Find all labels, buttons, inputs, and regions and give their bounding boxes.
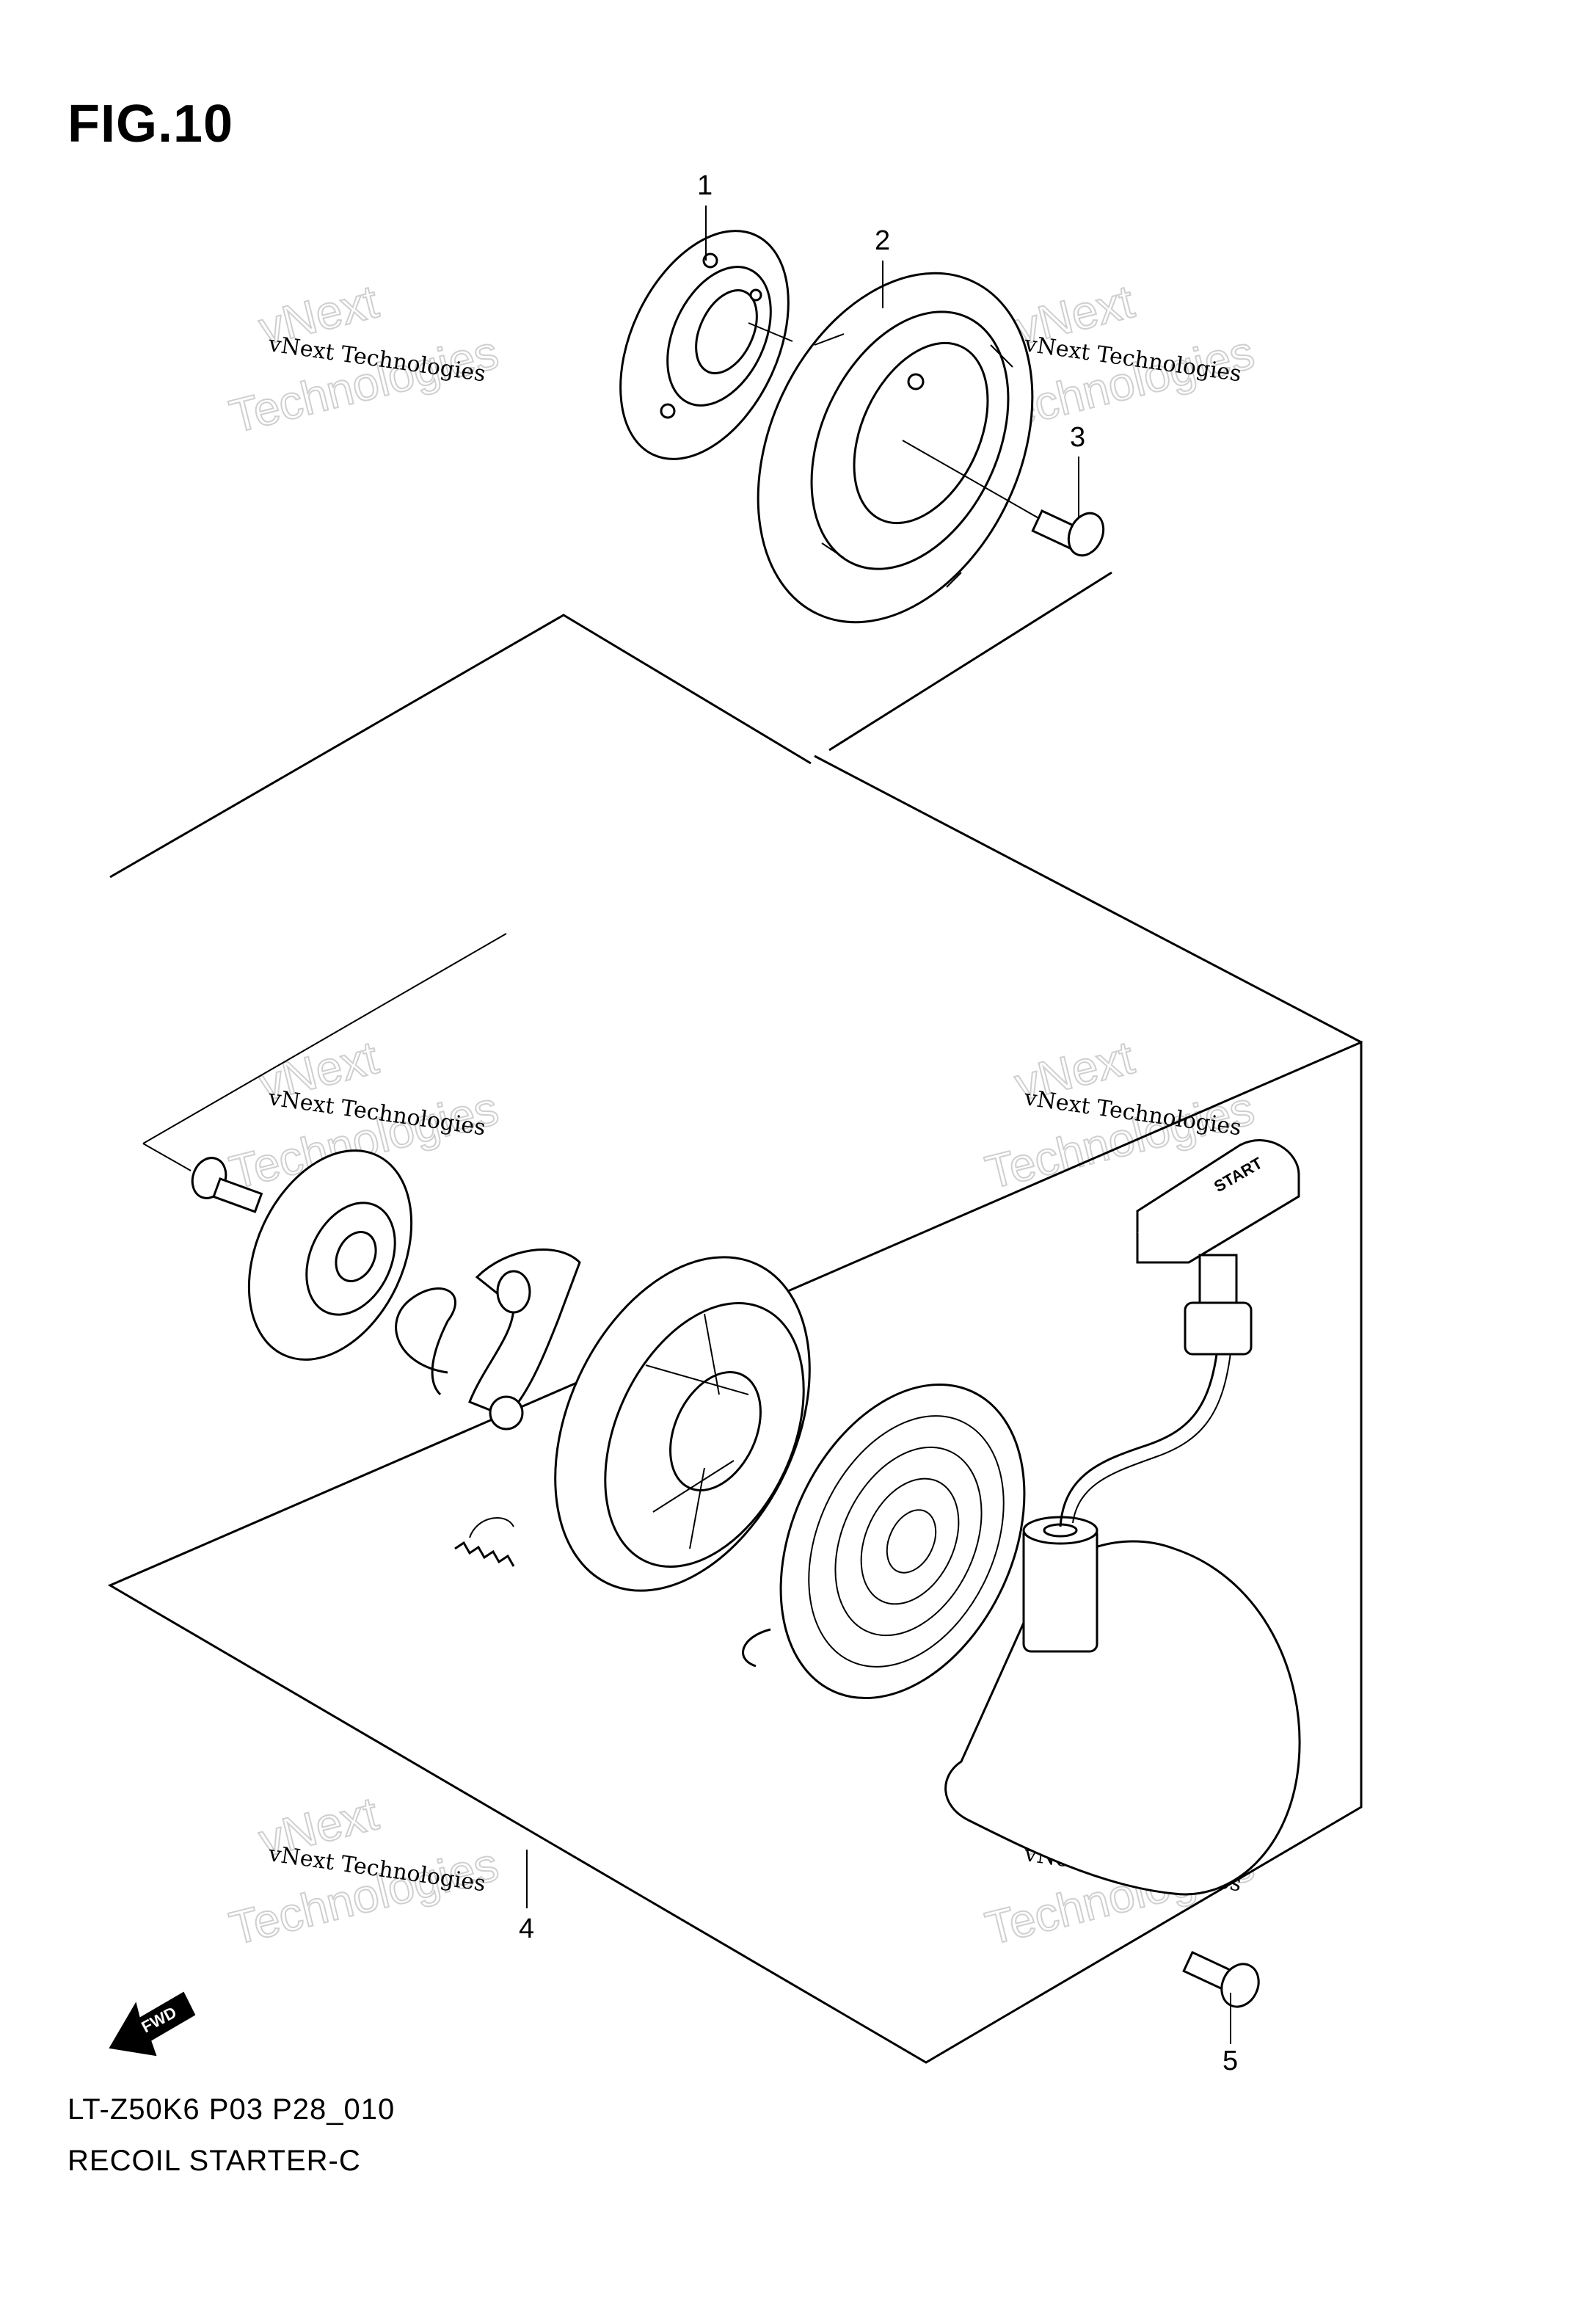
svg-text:3: 3 xyxy=(1070,422,1085,453)
rope-reel xyxy=(554,1256,811,1592)
watermark-top-left: vNext Technologies vNext Technologies xyxy=(224,274,504,443)
watermark-top-right: vNext Technologies vNext Technologies xyxy=(980,274,1260,443)
figure-title: FIG.10 xyxy=(68,95,234,153)
starter-cup-part-2 xyxy=(757,272,1034,624)
spring-clip xyxy=(395,1287,456,1396)
callout-2: 2 xyxy=(875,225,890,308)
callout-1: 4 xyxy=(519,1850,534,1944)
starter-case xyxy=(944,1516,1301,1896)
callout-5: 3 xyxy=(1070,422,1085,517)
axis-line-upper xyxy=(748,322,1057,529)
drive-hub-part-3 xyxy=(619,230,790,460)
assembly-outline xyxy=(107,571,1363,2064)
svg-text:4: 4 xyxy=(519,1913,534,1944)
caption-part-name: RECOIL STARTER-C xyxy=(68,2145,361,2177)
callout-3: 1 xyxy=(697,170,713,261)
assembly-outline-right-edge xyxy=(814,755,1362,1044)
friction-plate xyxy=(247,1149,413,1361)
svg-text:1: 1 xyxy=(697,170,713,201)
inner-reference-line xyxy=(142,933,507,1171)
starter-rope-inner xyxy=(1072,1346,1232,1524)
caption-model-code: LT-Z50K6 P03 P28_010 xyxy=(68,2093,396,2126)
callout-4: 5 xyxy=(1222,1993,1238,2076)
small-coil-spring xyxy=(454,1517,515,1567)
bolt-part-5 xyxy=(1031,509,1105,557)
bolt-part-4 xyxy=(1182,1951,1260,2008)
watermark-bottom-left: vNext Technologies vNext Technologies xyxy=(224,1786,504,1955)
svg-text:5: 5 xyxy=(1222,2046,1238,2076)
starter-rope xyxy=(1059,1342,1220,1527)
recoil-spring xyxy=(742,1383,1026,1700)
fwd-arrow-icon: FWD xyxy=(109,1991,196,2057)
ratchet-pawl xyxy=(468,1248,581,1431)
svg-text:2: 2 xyxy=(875,225,890,256)
starter-handle: START xyxy=(1136,1139,1300,1356)
left-bolt xyxy=(191,1157,263,1213)
